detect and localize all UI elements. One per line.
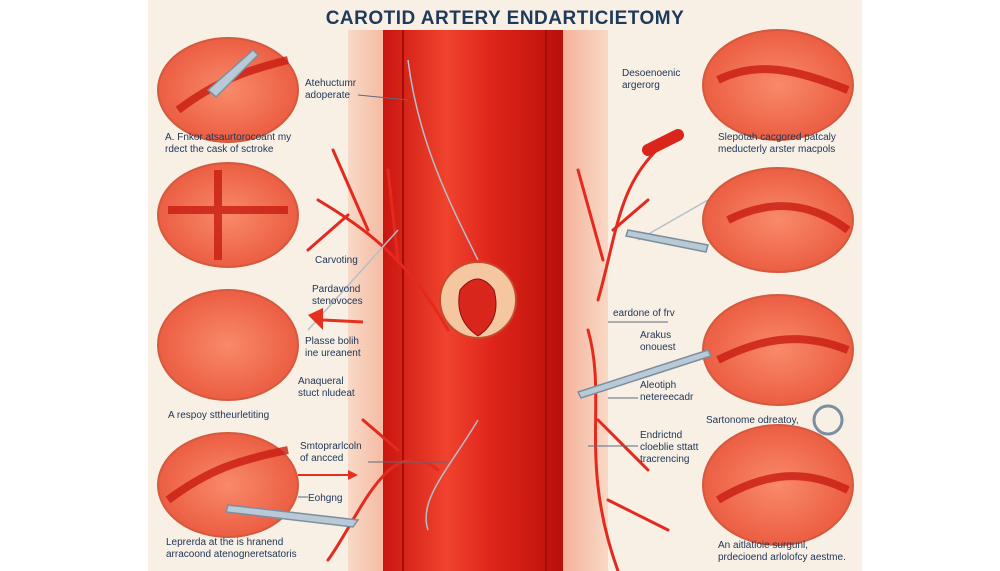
label-r3: eardone of frv <box>613 308 675 319</box>
heart-icon <box>458 278 497 337</box>
inset-circle-left-3 <box>157 289 299 401</box>
arrow-right <box>348 470 358 480</box>
suture-loop <box>812 404 844 436</box>
page-title: CAROTID ARTERY ENDARTICIETOMY <box>325 8 685 29</box>
illustration-canvas: CAROTID ARTERY ENDARTICIETOMY Atehuctumr… <box>148 0 862 571</box>
label-l3: Carvoting <box>315 255 358 266</box>
arrow-left <box>322 318 364 324</box>
label-r8: An aitlatioie surgunl,prdecioend arlolof… <box>718 540 846 563</box>
surgical-instruments <box>206 48 713 528</box>
inset-circle-right-2 <box>702 167 854 273</box>
inset-circle-right-1 <box>702 29 854 141</box>
inset-circle-right-3 <box>702 294 854 406</box>
inset-circle-right-4 <box>702 424 854 546</box>
label-l7: A respoy sttheurletiting <box>168 410 270 421</box>
branch-vessels <box>306 138 670 571</box>
inset-circle-left-1 <box>157 37 299 143</box>
label-l9: Eohgng <box>308 493 343 504</box>
artery-illustration <box>157 29 854 571</box>
cut-vessel <box>642 129 684 156</box>
inset-circle-left-2 <box>157 162 299 268</box>
label-r6: Sartonome odreatoy, <box>706 415 799 426</box>
